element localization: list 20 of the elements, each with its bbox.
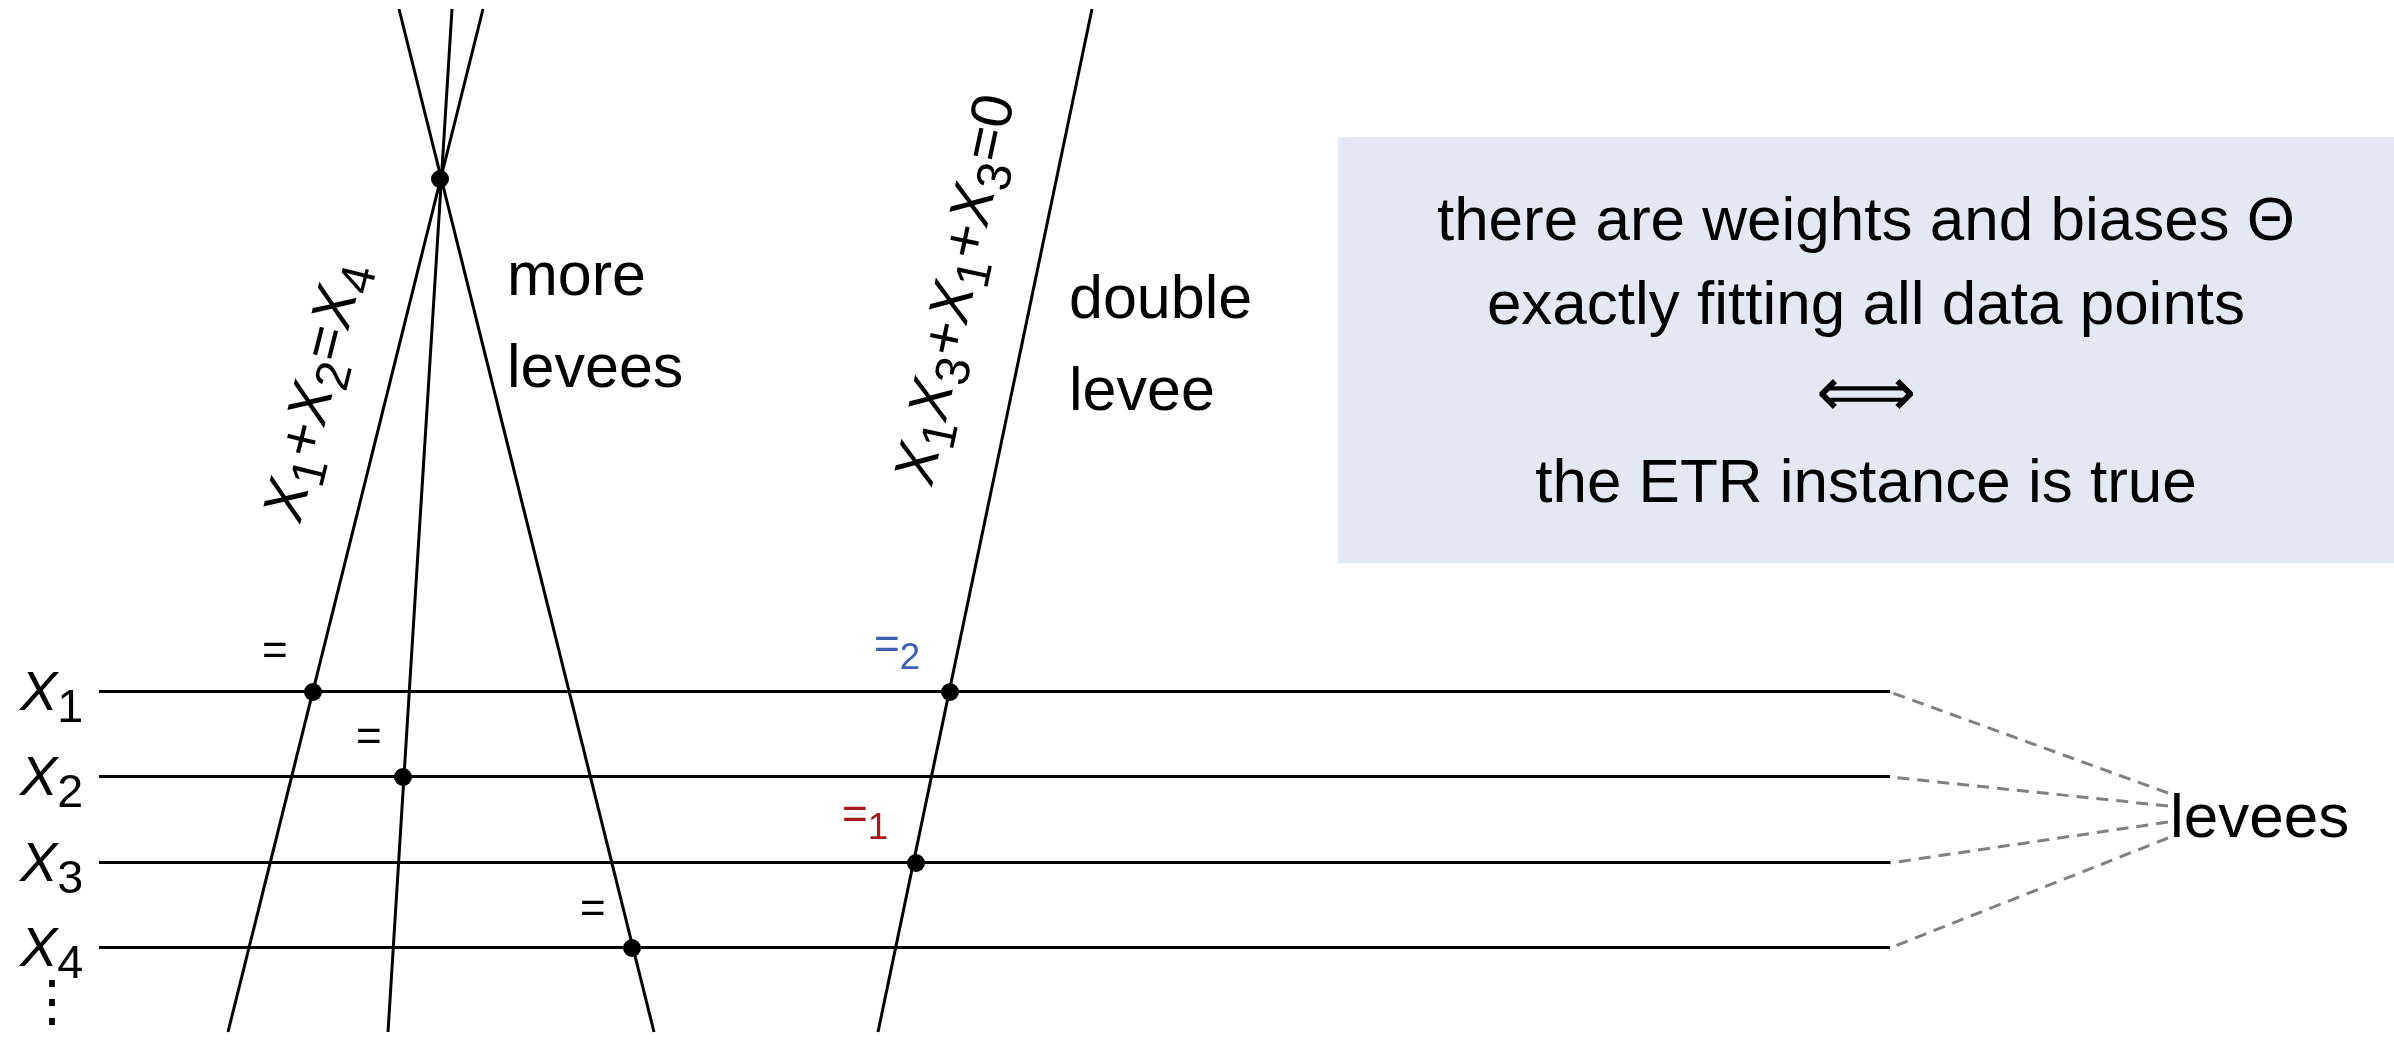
levees-label: levees bbox=[2170, 782, 2350, 851]
variable-label: X$_{1}$ bbox=[20, 660, 84, 733]
annotation-text: double levee bbox=[1069, 262, 1254, 425]
horizontal-line bbox=[99, 775, 1890, 778]
horizontal-line bbox=[99, 861, 1890, 864]
variable-label: X$_{3}$ bbox=[20, 831, 84, 904]
equality-mark: =$_{2}$ bbox=[874, 620, 921, 678]
equality-mark: = bbox=[580, 884, 606, 933]
horizontal-line bbox=[99, 690, 1890, 693]
variable-label: X$_{2}$ bbox=[20, 745, 84, 818]
equivalence-symbol: ⟺ bbox=[1816, 351, 1916, 433]
equality-mark: = bbox=[356, 712, 382, 761]
horizontal-line bbox=[99, 946, 1890, 949]
statement-text: there are weights and biases Θ exactly fitting all data points bbox=[1435, 183, 2297, 339]
annotation-text: more levees bbox=[507, 239, 685, 402]
statement-panel bbox=[1338, 137, 2394, 563]
equality-mark: = bbox=[262, 626, 288, 675]
equality-mark: =$_{1}$ bbox=[842, 790, 889, 848]
leader-line bbox=[1889, 820, 2169, 865]
statement-text: the ETR instance is true bbox=[1535, 445, 2197, 518]
